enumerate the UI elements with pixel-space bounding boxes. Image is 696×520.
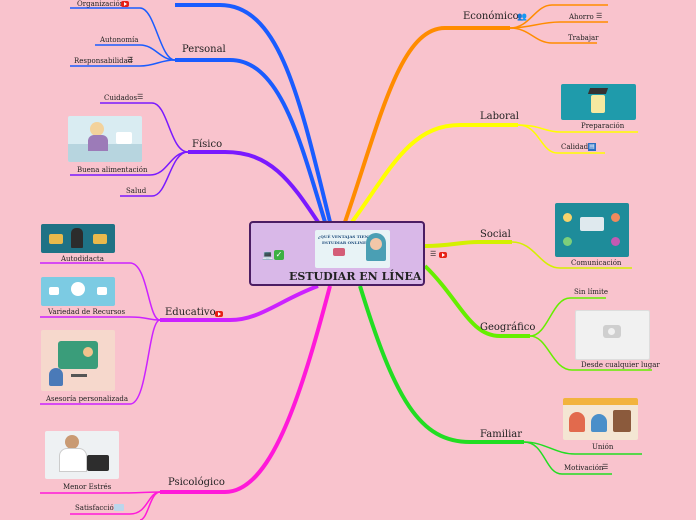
link-personal-organizacion — [70, 7, 176, 61]
notes-icon[interactable]: ☰ — [596, 12, 603, 20]
image-icon — [114, 504, 124, 511]
link-educativo-asesoria — [40, 319, 161, 405]
buena-alimentacion-image — [68, 116, 142, 162]
node-satisfaccion[interactable]: Satisfacción — [75, 504, 119, 512]
preparacion-image — [561, 84, 636, 120]
link-personal-responsabilidad — [70, 59, 176, 67]
branch-fisico[interactable]: Físico — [192, 139, 223, 150]
link-familiar — [358, 285, 524, 444]
link-laboral-calidad — [517, 124, 605, 154]
central-topic[interactable]: 💻 ✓ ¿QUÉ VENTAJAS TIENE ESTUDIAR ONLINE?… — [249, 221, 425, 286]
branch-social[interactable]: Social — [480, 229, 511, 240]
center-image: ¿QUÉ VENTAJAS TIENE ESTUDIAR ONLINE? — [315, 230, 390, 268]
branch-laboral[interactable]: Laboral — [480, 111, 519, 122]
node-variedad-recursos[interactable]: Variedad de Recursos — [48, 308, 126, 316]
node-ahorro[interactable]: Ahorro — [569, 13, 594, 21]
node-cuidados[interactable]: Cuidados — [104, 94, 138, 102]
branch-educativo[interactable]: Educativo — [165, 307, 216, 318]
link-fisico-cuidados — [100, 102, 189, 153]
node-buena-alimentacion[interactable]: Buena alimentación — [77, 166, 148, 174]
link-social-comunicacion — [511, 241, 632, 269]
video-icon[interactable] — [215, 311, 223, 317]
notes-icon[interactable]: ☰ — [430, 250, 437, 258]
node-responsabilidad[interactable]: Responsabilidad — [74, 57, 133, 65]
node-asesoria-personalizada[interactable]: Asesoría personalizada — [46, 395, 129, 403]
node-calidad[interactable]: Calidad — [561, 143, 589, 151]
link-personal-autonomia — [95, 44, 176, 61]
branch-psicologico[interactable]: Psicológico — [168, 477, 225, 488]
link-geografico-lugar — [529, 335, 652, 371]
branch-personal[interactable]: Personal — [182, 44, 226, 55]
link-economico — [343, 26, 510, 223]
link-educativo-recursos — [40, 316, 161, 321]
notes-icon[interactable]: ☰ — [127, 56, 134, 64]
branch-economico[interactable]: Económico — [463, 11, 519, 22]
asesoria-image — [41, 330, 115, 391]
node-trabajar[interactable]: Trabajar — [568, 34, 599, 42]
notes-icon[interactable]: ☰ — [602, 463, 609, 471]
node-sin-limite[interactable]: Sin límite — [574, 288, 609, 296]
link-geografico-sinlimite — [529, 297, 606, 337]
link-fisico-salud — [120, 151, 189, 197]
link-familiar-motivacion — [523, 441, 612, 475]
link-familiar-union — [523, 441, 642, 455]
video-icon[interactable] — [439, 252, 447, 258]
link-economico-trabajar — [509, 27, 597, 44]
union-image — [563, 398, 638, 440]
video-icon[interactable] — [121, 1, 129, 7]
node-salud[interactable]: Salud — [126, 187, 147, 195]
branch-geografico[interactable]: Geográfico — [480, 322, 536, 333]
node-autonomia[interactable]: Autonomía — [100, 36, 139, 44]
autodidacta-image — [41, 224, 115, 253]
link-geografico — [423, 264, 530, 338]
link-fisico — [188, 150, 320, 224]
menor-estres-image — [45, 431, 119, 479]
link-social — [424, 240, 512, 248]
link-personal — [175, 2, 332, 223]
image-placeholder — [575, 310, 650, 360]
link-educativo-autodidacta — [40, 262, 161, 321]
node-organizacion[interactable]: Organización — [77, 0, 125, 8]
link-psicologico-extra — [139, 491, 161, 520]
node-menor-estres[interactable]: Menor Estrés — [63, 483, 112, 491]
node-comunicacion[interactable]: Comunicación — [571, 259, 622, 267]
branch-familiar[interactable]: Familiar — [480, 429, 523, 440]
link-personal-mid — [175, 58, 327, 223]
people-icon: 👥 — [517, 12, 527, 21]
node-motivacion[interactable]: Motivación — [564, 464, 604, 472]
link-psicologico — [160, 285, 332, 494]
variedad-recursos-image — [41, 277, 115, 306]
node-autodidacta[interactable]: Autodidacta — [61, 255, 104, 263]
link-laboral — [350, 123, 518, 224]
checkmark-icon: ✓ — [274, 250, 284, 260]
notes-icon[interactable]: ☰ — [137, 93, 144, 101]
node-preparacion[interactable]: Preparación — [581, 122, 625, 130]
link-psicologico-estres — [40, 491, 161, 494]
node-union[interactable]: Unión — [592, 443, 614, 451]
node-desde-cualquier-lugar[interactable]: Desde cualquier lugar — [581, 361, 660, 369]
central-topic-title: ESTUDIAR EN LÍNEA — [289, 270, 422, 283]
link-educativo — [160, 284, 319, 322]
comunicacion-image — [555, 203, 629, 257]
laptop-icon: 💻 — [262, 251, 274, 261]
chart-icon: ▤ — [588, 143, 596, 151]
